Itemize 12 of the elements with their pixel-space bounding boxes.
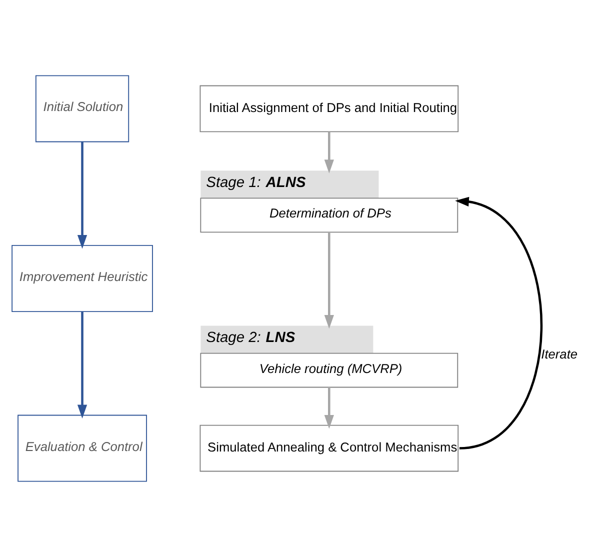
arrow [324, 131, 334, 173]
node-box: Simulated Annealing & Control Mechanisms [200, 424, 459, 472]
node-box: Initial Assignment of DPs and Initial Routing [200, 84, 459, 132]
arrow [77, 142, 88, 248]
arrow [77, 311, 88, 418]
node-box: Evaluation & Control [18, 414, 147, 482]
arrow [324, 386, 334, 428]
arrow [455, 196, 542, 449]
node-box: Improvement Heuristic [12, 244, 153, 312]
edge-label: Iterate [541, 346, 578, 362]
node-box: Initial Solution [35, 74, 130, 142]
arrow [324, 231, 334, 328]
